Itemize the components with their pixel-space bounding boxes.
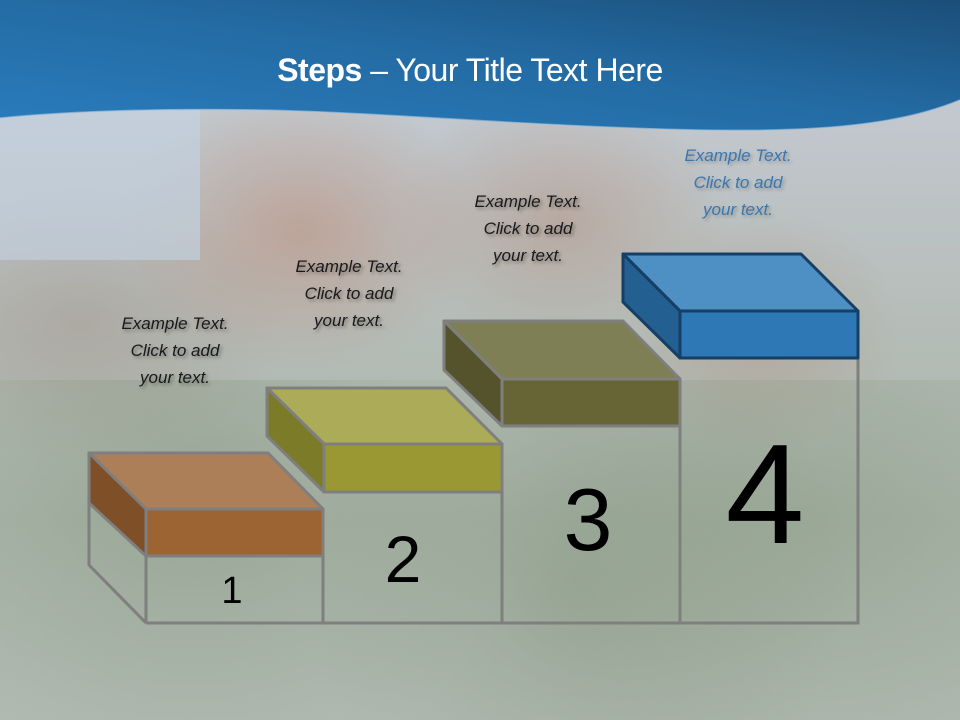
step-block-1	[87, 451, 325, 558]
step-number-1: 1	[221, 570, 243, 612]
step-caption-1[interactable]: Example Text. Click to add your text.	[121, 314, 229, 387]
title-bold: Steps	[277, 52, 362, 88]
title-banner	[0, 0, 960, 132]
background-sky	[0, 100, 200, 260]
step-number-3: 3	[563, 470, 613, 569]
slide-title[interactable]: Steps – Your Title Text Here	[0, 52, 940, 89]
step-block-4	[621, 252, 860, 360]
step-caption-4[interactable]: Example Text. Click to add your text.	[684, 146, 792, 219]
title-rest: – Your Title Text Here	[361, 52, 663, 88]
step-block-3	[442, 319, 682, 428]
step-number-2: 2	[384, 522, 422, 596]
step-block-2	[265, 386, 504, 494]
step-number-4: 4	[725, 415, 805, 574]
step-caption-3[interactable]: Example Text. Click to add your text.	[474, 192, 582, 265]
step-caption-2[interactable]: Example Text. Click to add your text.	[295, 257, 403, 330]
